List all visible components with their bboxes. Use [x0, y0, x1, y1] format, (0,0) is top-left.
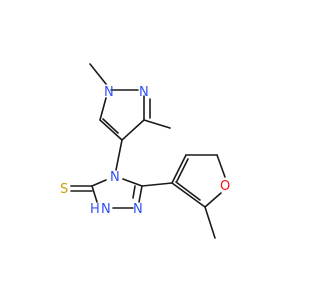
bond-triazole-n4-c3 — [91, 179, 107, 187]
bond-furan-c2-c3 — [171, 182, 206, 208]
atom-labels: N N N N H N S O — [60, 85, 230, 217]
atom-pyrazole-n1: N — [104, 85, 114, 100]
atom-triazole-nh: N — [101, 202, 111, 217]
bond-pyrazole-c4-c5 — [99, 119, 123, 141]
atom-triazole-n4: N — [110, 170, 120, 185]
bond-n1-methyl — [89, 63, 107, 85]
bond-pyrazole-c3-c4 — [121, 119, 145, 141]
bond-furan-methyl — [204, 206, 216, 239]
atom-triazole-h: H — [90, 202, 100, 217]
bond-triazole-n2-c5 — [138, 185, 143, 203]
bond-furan-c5-o — [216, 154, 226, 178]
bond-c4-n4 — [115, 139, 123, 171]
atom-furan-o: O — [220, 179, 230, 194]
bond-triazole-c3-n1h — [91, 185, 98, 203]
atom-thione-s: S — [60, 182, 68, 197]
bond-furan-c3-c4-double — [176, 158, 189, 182]
bond-triazole-n2-c5-double — [132, 185, 136, 199]
molecule-structure: N N N N H N S O — [0, 0, 300, 300]
bond-triazole-furan — [141, 182, 173, 187]
bonds — [70, 63, 226, 239]
bond-pyrazole-n1-c5 — [99, 97, 107, 121]
molecule-svg: N N N N H N S O — [0, 0, 300, 300]
atom-triazole-n2: N — [133, 202, 143, 217]
bond-pyrazole-c4-c5-double — [102, 118, 119, 134]
bond-furan-o-c2 — [204, 192, 222, 208]
background — [0, 0, 300, 300]
bond-furan-c2-c3-double — [175, 181, 201, 201]
bond-c3-methyl — [143, 119, 171, 129]
atom-pyrazole-n2: N — [139, 85, 149, 100]
bond-triazole-c5-n4 — [122, 178, 143, 187]
bond-furan-c3-c4 — [171, 154, 187, 184]
